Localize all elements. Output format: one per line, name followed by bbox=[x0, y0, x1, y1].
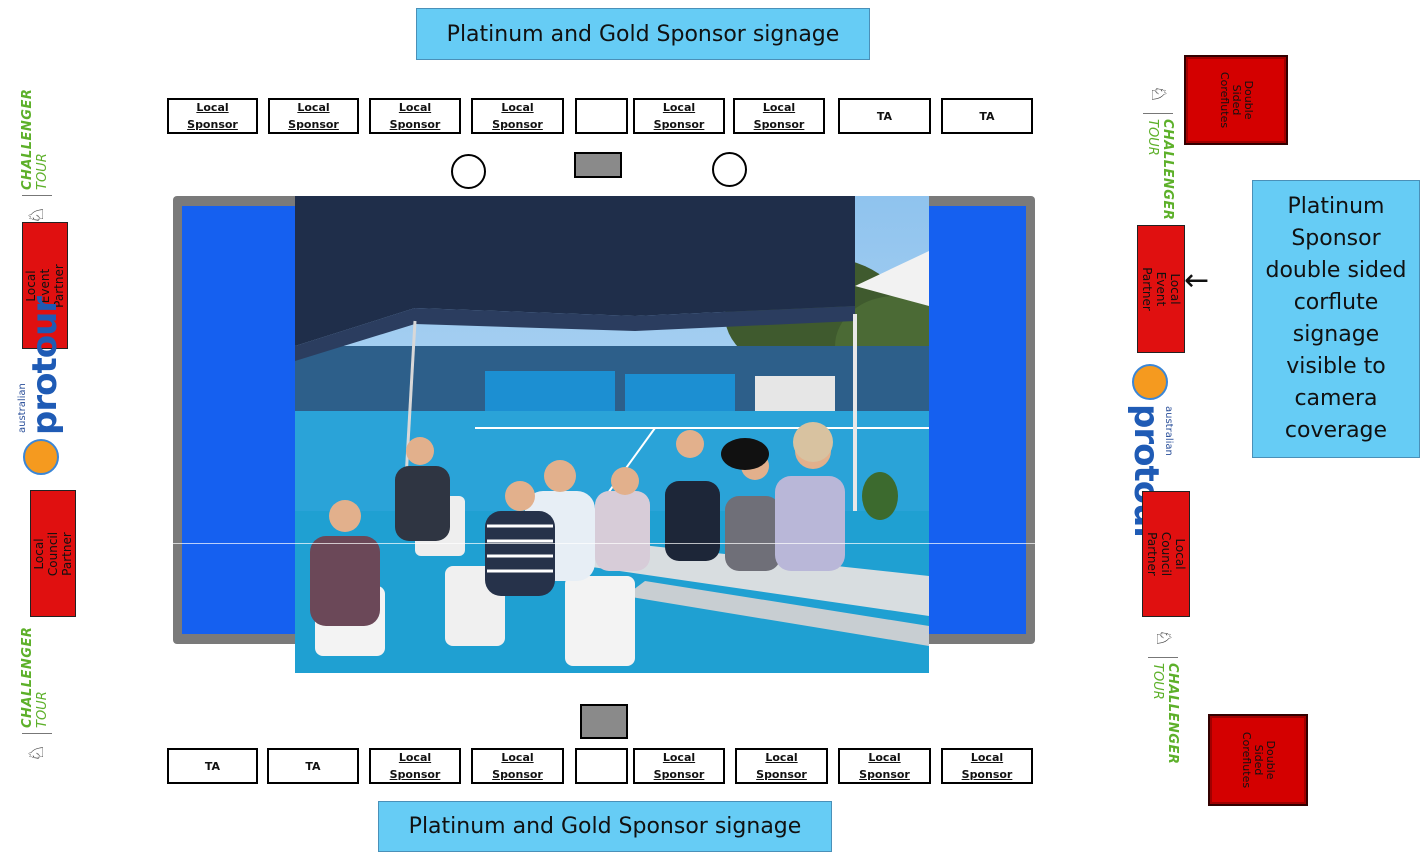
top-ta-box: TA bbox=[941, 98, 1033, 134]
protour-big-text: protour bbox=[25, 296, 65, 435]
platinum-sponsor-callout: Platinum Sponsor double sided corflute s… bbox=[1252, 180, 1420, 458]
atp-logo-icon: ♘ bbox=[1147, 85, 1169, 103]
umpire-chair-bottom bbox=[580, 704, 628, 739]
bottom-sponsor-box: Local Sponsor bbox=[369, 748, 461, 784]
bottom-sponsor-box: Local Sponsor bbox=[735, 748, 828, 784]
challenger-text: CHALLENGER bbox=[20, 626, 35, 728]
top-sponsor-box: Local Sponsor bbox=[167, 98, 258, 134]
photo-spectators bbox=[295, 196, 929, 673]
protour-logo-left: australian protour bbox=[13, 297, 65, 479]
court-blue-right bbox=[916, 206, 1026, 634]
bottom-ta-box: TA bbox=[267, 748, 359, 784]
top-sponsor-label: Local Sponsor bbox=[389, 101, 441, 131]
logo-divider bbox=[1148, 657, 1178, 658]
sign-label: Local Council Partner bbox=[1145, 531, 1187, 577]
tour-text: TOUR bbox=[35, 153, 50, 190]
protour-logo-right: australian protour bbox=[1126, 360, 1178, 542]
top-sponsor-label: TA bbox=[979, 109, 995, 123]
challenger-text: CHALLENGER bbox=[1160, 119, 1175, 221]
challenger-logo-right-bottom: ♘ CHALLENGER TOUR bbox=[1140, 623, 1180, 773]
umpire-chair-top bbox=[574, 152, 622, 178]
top-sponsor-label: Local Sponsor bbox=[492, 101, 543, 131]
bottom-sponsor-label: TA bbox=[204, 759, 221, 773]
player-chair-left bbox=[451, 154, 486, 189]
top-ta-box: TA bbox=[838, 98, 931, 134]
logo-divider bbox=[22, 195, 52, 196]
sign-label: Double Sided Coreflutes bbox=[1240, 731, 1277, 789]
left-local-council-partner-sign: Local Council Partner bbox=[30, 490, 76, 617]
bottom-sponsor-box: Local Sponsor bbox=[941, 748, 1033, 784]
top-sponsor-banner: Platinum and Gold Sponsor signage bbox=[416, 8, 870, 60]
tour-text: TOUR bbox=[1145, 119, 1160, 156]
right-local-event-partner-sign: Local Event Partner bbox=[1137, 225, 1185, 353]
sign-label: Double Sided Coreflutes bbox=[1218, 71, 1255, 129]
bottom-sponsor-box: Local Sponsor bbox=[838, 748, 931, 784]
logo-divider bbox=[1143, 113, 1173, 114]
tour-text: TOUR bbox=[1150, 663, 1165, 700]
top-sponsor-label: Local Sponsor bbox=[653, 101, 705, 131]
top-sponsor-label: TA bbox=[876, 109, 893, 123]
tennis-ball-icon bbox=[23, 439, 59, 475]
atp-logo-icon: ♘ bbox=[26, 744, 48, 762]
logo-divider bbox=[22, 733, 52, 734]
bottom-sponsor-label: Local Sponsor bbox=[859, 751, 910, 781]
bottom-sponsor-label: Local Sponsor bbox=[961, 751, 1013, 781]
right-local-council-partner-sign: Local Council Partner bbox=[1142, 491, 1190, 617]
photo-illustration bbox=[295, 196, 929, 673]
tour-text: TOUR bbox=[35, 691, 50, 728]
bottom-sponsor-box: Local Sponsor bbox=[633, 748, 725, 784]
sign-label: Local Council Partner bbox=[32, 531, 74, 576]
top-sponsor-label: Local Sponsor bbox=[288, 101, 339, 131]
challenger-text: CHALLENGER bbox=[1165, 663, 1180, 765]
top-sponsor-box: Local Sponsor bbox=[633, 98, 725, 134]
bottom-sponsor-label: Local Sponsor bbox=[389, 751, 441, 781]
bottom-sponsor-label: TA bbox=[305, 759, 321, 773]
bottom-empty-box bbox=[575, 748, 628, 784]
top-sponsor-label: Local Sponsor bbox=[187, 101, 238, 131]
tennis-ball-icon bbox=[1132, 364, 1168, 400]
top-sponsor-box: Local Sponsor bbox=[268, 98, 359, 134]
court-midline bbox=[173, 543, 1035, 544]
challenger-logo-left-bottom: ♘ CHALLENGER TOUR bbox=[20, 618, 60, 768]
bottom-sponsor-label: Local Sponsor bbox=[756, 751, 807, 781]
challenger-logo-left-top: ♘ CHALLENGER TOUR bbox=[20, 80, 60, 230]
top-empty-box bbox=[575, 98, 628, 134]
double-sided-coreflutes-bottom: Double Sided Coreflutes bbox=[1208, 714, 1308, 806]
bottom-sponsor-label: Local Sponsor bbox=[492, 751, 543, 781]
top-sponsor-box: Local Sponsor bbox=[471, 98, 564, 134]
atp-logo-icon: ♘ bbox=[1152, 629, 1174, 647]
bottom-sponsor-banner: Platinum and Gold Sponsor signage bbox=[378, 801, 832, 852]
sign-label: Local Event Partner bbox=[1140, 267, 1182, 311]
left-local-event-partner-sign: Local Event Partner bbox=[22, 222, 68, 349]
top-sponsor-box: Local Sponsor bbox=[733, 98, 825, 134]
player-chair-right bbox=[712, 152, 747, 187]
court-blue-left bbox=[182, 206, 312, 634]
double-sided-coreflutes-top: Double Sided Coreflutes bbox=[1184, 55, 1288, 145]
callout-arrow-icon: ← bbox=[1184, 263, 1210, 298]
bottom-sponsor-label: Local Sponsor bbox=[653, 751, 705, 781]
challenger-logo-right-top: ♘ CHALLENGER TOUR bbox=[1135, 79, 1175, 229]
challenger-text: CHALLENGER bbox=[20, 88, 35, 190]
top-sponsor-label: Local Sponsor bbox=[753, 101, 805, 131]
top-sponsor-box: Local Sponsor bbox=[369, 98, 461, 134]
bottom-ta-box: TA bbox=[167, 748, 258, 784]
bottom-sponsor-box: Local Sponsor bbox=[471, 748, 564, 784]
